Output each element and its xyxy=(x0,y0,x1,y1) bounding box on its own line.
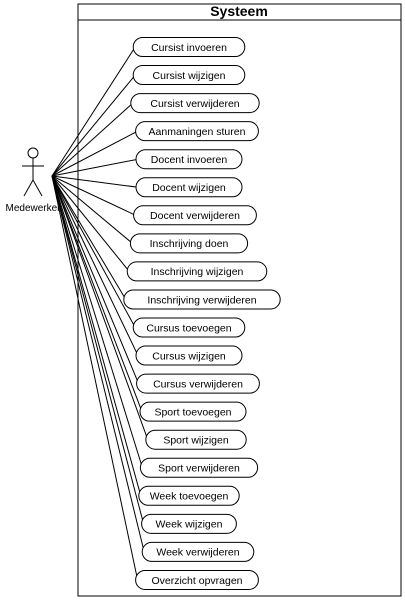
association-line xyxy=(51,175,139,356)
use-case-label: Inschrijving verwijderen xyxy=(147,294,256,306)
use-case-shape[interactable] xyxy=(130,93,260,114)
use-case[interactable]: Week wijzigen xyxy=(141,513,237,534)
use-case[interactable]: Week verwijderen xyxy=(141,541,255,562)
association-line xyxy=(51,74,136,177)
association-line xyxy=(51,175,127,300)
use-case-label: Cursist wijzigen xyxy=(153,70,226,82)
actor-medewerker xyxy=(22,147,44,197)
use-case-label: Overzicht opvragen xyxy=(151,575,242,587)
use-case-label: Sport toevoegen xyxy=(154,406,231,418)
use-case-label: Inschrijving doen xyxy=(150,238,229,250)
association-line xyxy=(51,175,130,272)
use-case-shape[interactable] xyxy=(135,121,259,142)
use-case-shape[interactable] xyxy=(135,177,243,198)
use-case-label: Cursus verwijderen xyxy=(153,378,243,390)
actor-left-leg xyxy=(23,179,34,197)
association-line xyxy=(51,175,145,553)
use-case-label: Week toevoegen xyxy=(150,491,229,503)
use-case-label: Week verwijderen xyxy=(156,547,239,559)
use-case-label: Sport verwijderen xyxy=(158,463,240,475)
use-case[interactable]: Cursist verwijderen xyxy=(130,93,260,114)
use-case[interactable]: Cursus wijzigen xyxy=(135,345,243,366)
use-case-shape[interactable] xyxy=(139,457,259,478)
association-line xyxy=(51,175,136,328)
association-line xyxy=(51,175,140,384)
use-case-shape[interactable] xyxy=(135,569,259,590)
use-case-label: Cursist invoeren xyxy=(151,42,227,54)
use-case-label: Sport wijzigen xyxy=(163,435,229,447)
association-line xyxy=(51,175,136,216)
use-case-label: Aanmaningen sturen xyxy=(149,126,246,138)
association-line xyxy=(51,175,143,468)
use-case[interactable]: Overzicht opvragen xyxy=(135,569,259,590)
use-case-shape[interactable] xyxy=(123,289,281,310)
use-case-shape[interactable] xyxy=(132,65,246,86)
association-line xyxy=(51,175,149,440)
system-title: Systeem xyxy=(210,3,268,19)
association-line xyxy=(51,175,139,581)
use-case-shape[interactable] xyxy=(135,345,243,366)
actor-head xyxy=(27,147,39,159)
use-case[interactable]: Sport toevoegen xyxy=(139,401,247,422)
use-case[interactable]: Inschrijving verwijderen xyxy=(123,289,281,310)
actor-label: Medewerker xyxy=(5,203,61,214)
use-case-shape[interactable] xyxy=(132,317,246,338)
actor-right-leg xyxy=(32,179,43,197)
use-case[interactable]: Aanmaningen sturen xyxy=(135,121,259,142)
use-case[interactable]: Cursus toevoegen xyxy=(132,317,246,338)
association-line xyxy=(51,46,136,177)
use-case-label: Week wijzigen xyxy=(156,519,223,531)
use-case-shape[interactable] xyxy=(133,205,257,226)
use-case[interactable]: Cursist invoeren xyxy=(132,37,246,57)
use-case-shape[interactable] xyxy=(138,485,240,506)
use-case-label: Docent invoeren xyxy=(151,154,228,166)
use-case-label: Docent wijzigen xyxy=(152,182,226,194)
use-case-label: Inschrijving wijzigen xyxy=(151,266,244,278)
association-lines xyxy=(51,46,149,581)
use-case-shape[interactable] xyxy=(129,233,249,254)
association-line xyxy=(51,175,142,496)
association-line xyxy=(51,175,139,188)
association-line xyxy=(51,102,134,177)
use-case-shape[interactable] xyxy=(141,541,255,562)
use-case-shape[interactable] xyxy=(141,513,237,534)
use-case-shape[interactable] xyxy=(132,37,246,57)
association-line xyxy=(51,158,139,177)
use-case[interactable]: Week toevoegen xyxy=(138,485,240,506)
use-case-label: Cursist verwijderen xyxy=(150,98,239,110)
association-line xyxy=(51,175,133,244)
use-case-shape[interactable] xyxy=(145,429,247,450)
use-case-shape[interactable] xyxy=(135,149,243,170)
use-case-label: Cursus toevoegen xyxy=(146,322,231,334)
use-case-label: Cursus wijzigen xyxy=(152,350,226,362)
use-case[interactable]: Inschrijving wijzigen xyxy=(126,261,268,282)
use-case-shape[interactable] xyxy=(136,373,260,394)
use-case[interactable]: Inschrijving doen xyxy=(129,233,249,254)
association-line xyxy=(51,130,138,177)
use-case-shape[interactable] xyxy=(139,401,247,422)
use-case[interactable]: Sport verwijderen xyxy=(139,457,259,478)
use-case[interactable]: Docent invoeren xyxy=(135,149,243,170)
use-case-shape[interactable] xyxy=(126,261,268,282)
association-line xyxy=(51,175,145,524)
use-case[interactable]: Cursus verwijderen xyxy=(136,373,260,394)
use-case[interactable]: Docent wijzigen xyxy=(135,177,243,198)
use-case[interactable]: Sport wijzigen xyxy=(145,429,247,450)
use-case[interactable]: Cursist wijzigen xyxy=(132,65,246,86)
association-line xyxy=(51,175,143,412)
use-case-label: Docent verwijderen xyxy=(150,210,240,222)
use-case[interactable]: Docent verwijderen xyxy=(133,205,257,226)
